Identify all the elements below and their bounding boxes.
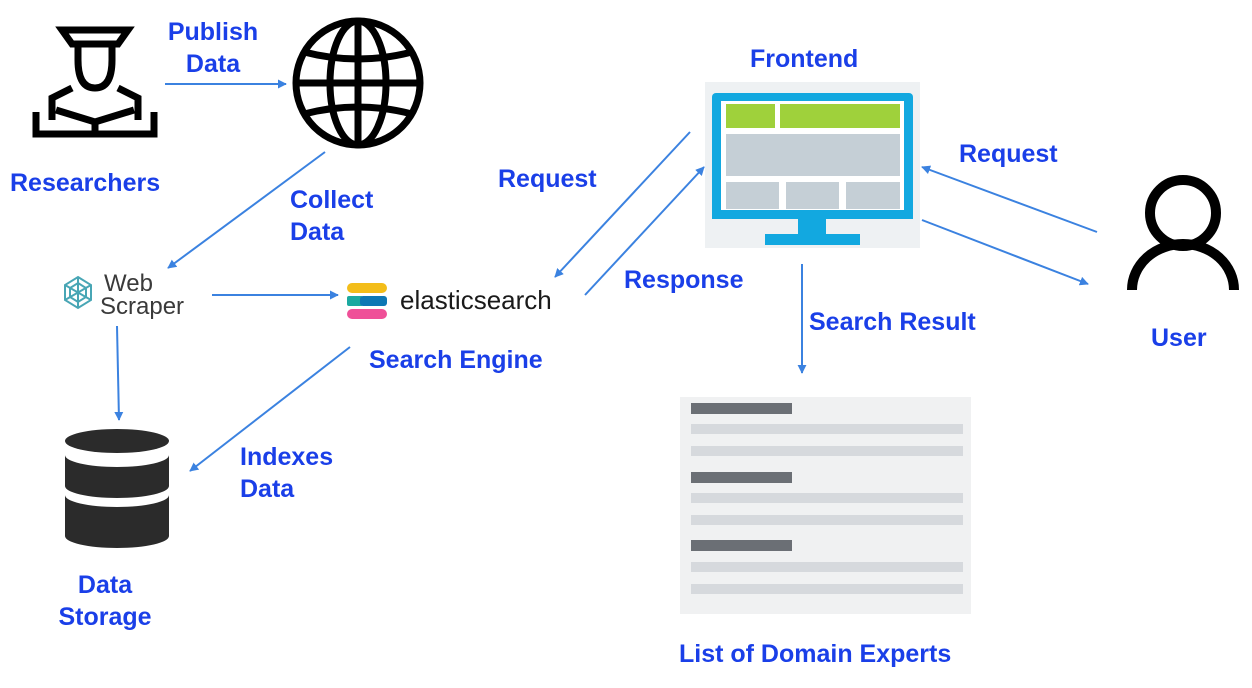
arrow-user-request <box>921 165 1098 233</box>
node-label-list-of-experts: List of Domain Experts <box>679 640 952 668</box>
node-label-data-storage: Data Storage <box>58 571 152 631</box>
edge-label-search-result: Search Result <box>809 308 976 336</box>
node-label-frontend: Frontend <box>750 45 859 73</box>
web-scraper-logo-icon <box>64 275 92 310</box>
graduate-reading-icon <box>32 26 158 138</box>
web-scraper-logo-line2: Scraper <box>100 293 184 320</box>
web-scraper-logo-line1: Web <box>104 270 153 297</box>
edge-label-collect-data: Collect Data <box>290 186 374 246</box>
database-icon <box>65 429 169 548</box>
edge-label-publish-data: Publish Data <box>167 18 259 78</box>
node-label-search-engine: Search Engine <box>369 346 543 374</box>
arrow-collect-data <box>167 151 326 269</box>
user-icon <box>1127 175 1239 291</box>
arrow-response-to-frontend <box>584 166 705 296</box>
monitor-icon <box>705 82 920 248</box>
edge-label-request-left: Request <box>498 165 597 193</box>
edge-label-indexes-data: Indexes Data <box>240 443 334 503</box>
arrow-request-to-elastic <box>554 131 691 278</box>
elasticsearch-logo-text: elasticsearch <box>400 285 552 315</box>
elasticsearch-logo-icon <box>347 283 387 319</box>
edge-label-request-right: Request <box>959 140 1058 168</box>
expert-list-card <box>680 397 971 614</box>
node-label-researchers: Researchers <box>10 169 161 197</box>
arrow-frontend-to-user <box>921 219 1089 286</box>
node-label-user: User <box>1151 324 1207 352</box>
arrow-scraper-to-storage <box>114 325 124 421</box>
arrow-indexes-data <box>189 346 351 472</box>
edge-label-response: Response <box>624 266 744 294</box>
globe-icon <box>292 17 424 149</box>
